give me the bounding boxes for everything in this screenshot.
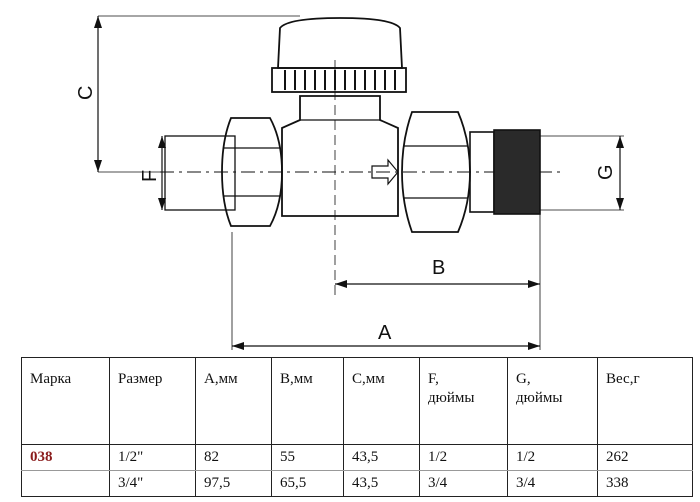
left-pipe-stub	[164, 135, 236, 211]
cell-b: 55	[271, 444, 344, 471]
left-nut	[221, 117, 283, 227]
valve-technical-drawing: C F G B A	[75, 15, 624, 350]
header-size: Размер	[109, 357, 196, 445]
header-marka: Марка	[21, 357, 110, 445]
knurled-ring	[271, 67, 407, 93]
cell-size: 3/4"	[109, 470, 196, 497]
dim-a-label: A	[378, 322, 392, 344]
cell-b: 65,5	[271, 470, 344, 497]
cell-weight: 262	[597, 444, 693, 471]
cell-c: 43,5	[343, 444, 420, 471]
cell-f: 3/4	[419, 470, 508, 497]
cell-c: 43,5	[343, 470, 420, 497]
cell-weight: 338	[597, 470, 693, 497]
cell-size: 1/2"	[109, 444, 196, 471]
header-weight: Вес,г	[597, 357, 693, 445]
header-g: G,дюймы	[507, 357, 598, 445]
right-nut	[401, 111, 471, 233]
valve-body	[281, 95, 399, 217]
dim-b-label: B	[432, 257, 445, 279]
mark-code: 038	[21, 444, 110, 471]
dim-g-label: G	[595, 164, 617, 180]
header-a: A,мм	[195, 357, 272, 445]
cell-a: 82	[195, 444, 272, 471]
thermostat-head	[277, 17, 403, 69]
cell-a: 97,5	[195, 470, 272, 497]
dim-c-label: C	[75, 86, 97, 100]
table-row: 3/4" 97,5 65,5 43,5 3/4 3/4 338	[21, 470, 693, 497]
mark-code-empty	[21, 470, 110, 497]
spec-table: Марка Размер A,мм B,мм C,мм F,дюймы G,дю…	[21, 357, 693, 497]
table-row: 038 1/2" 82 55 43,5 1/2 1/2 262	[21, 444, 693, 471]
header-f: F,дюймы	[419, 357, 508, 445]
header-b: B,мм	[271, 357, 344, 445]
table-header-row: Марка Размер A,мм B,мм C,мм F,дюймы G,дю…	[21, 357, 693, 445]
cell-g: 1/2	[507, 444, 598, 471]
header-c: C,мм	[343, 357, 420, 445]
cell-g: 3/4	[507, 470, 598, 497]
dim-f-label: F	[139, 170, 161, 182]
threaded-end	[493, 129, 541, 215]
cell-f: 1/2	[419, 444, 508, 471]
flow-arrow	[371, 158, 399, 186]
